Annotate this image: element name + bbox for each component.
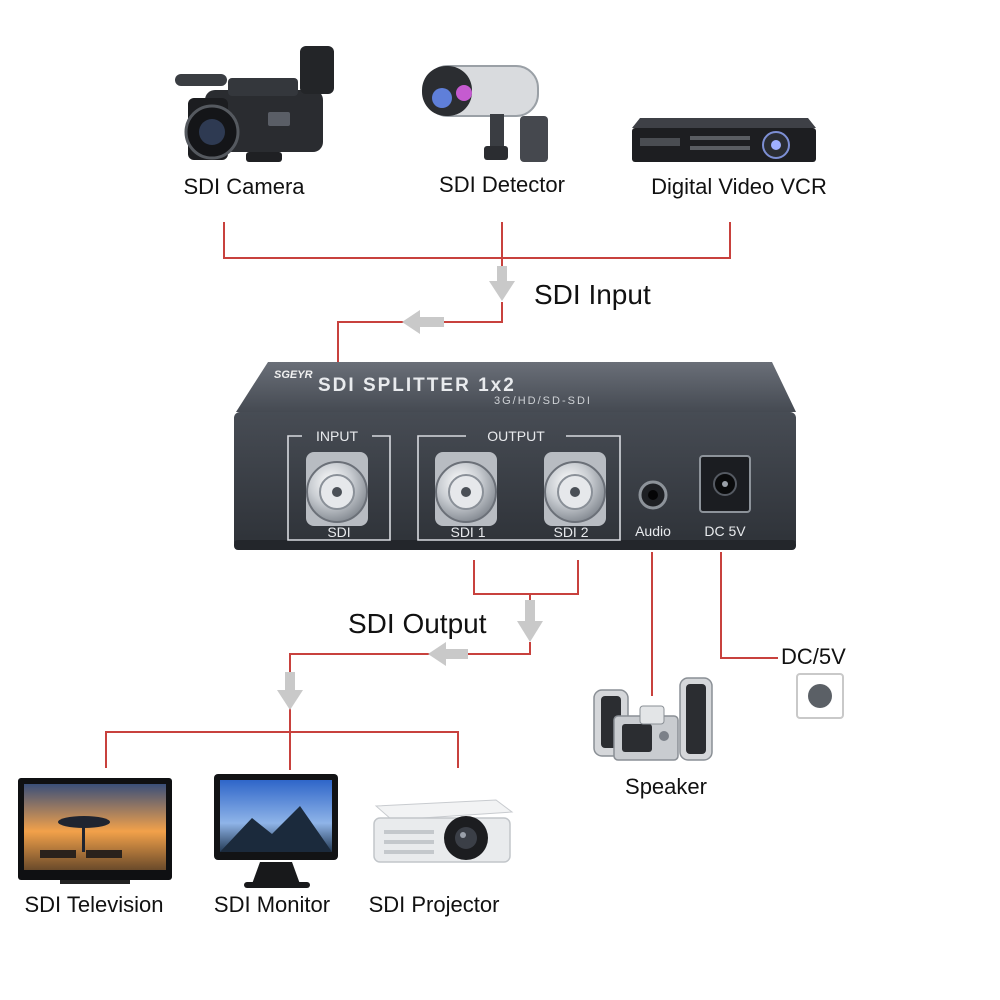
audio-jack-port [638,480,668,510]
output-group-label: OUTPUT [487,428,545,444]
splitter-model: SDI SPLITTER 1x2 [318,375,516,396]
speaker-label: Speaker [625,774,707,799]
video-camera-icon [175,46,334,162]
sdi-camera-label: SDI Camera [183,174,305,199]
sdi-splitter-device: SGEYR SDI SPLITTER 1x2 3G/HD/SD-SDI INPU… [234,362,796,550]
sdi-detector-label: SDI Detector [439,172,565,197]
output-arrow-down [517,600,543,642]
sdi-monitor-label: SDI Monitor [213,892,331,917]
splitter-front-panel [234,412,796,548]
output-arrow-left [428,642,468,666]
splitter-top-panel [236,362,796,412]
output-wires [105,552,778,770]
dvr-recorder-icon [632,118,816,162]
input-arrow-down [489,266,515,301]
dc-5v-label: DC/5V [781,644,846,669]
splitter-formats: 3G/HD/SD-SDI [494,395,592,407]
sdi-projector-label: SDI Projector [368,892,500,917]
power-port-label: DC 5V [704,523,746,539]
bnc-output-1-connector [435,452,497,526]
sdi-television-label: SDI Television [24,892,164,917]
bnc-input-connector [306,452,368,526]
sdi-input-label: SDI Input [534,279,651,310]
television-icon [18,778,172,884]
input-group-label: INPUT [316,428,358,444]
input-group-frame [287,435,391,541]
sdi-output-label: SDI Output [348,608,487,639]
splitter-brand: SGEYR [274,369,313,381]
bnc-output-2-connector [544,452,606,526]
speaker-icon [593,677,713,761]
projector-icon [373,799,514,863]
input-arrow-left [402,310,444,334]
power-jack-icon [796,673,844,719]
output-1-port-label: SDI 1 [450,524,485,540]
digital-video-vcr-label: Digital Video VCR [651,174,827,199]
distribution-arrow-down [277,672,303,710]
output-2-port-label: SDI 2 [553,524,588,540]
input-port-label: SDI [327,524,350,540]
output-group-frame [417,435,621,541]
dc-power-port [699,455,751,513]
security-camera-icon [422,65,548,162]
monitor-icon [214,774,338,888]
audio-port-label: Audio [635,523,671,539]
